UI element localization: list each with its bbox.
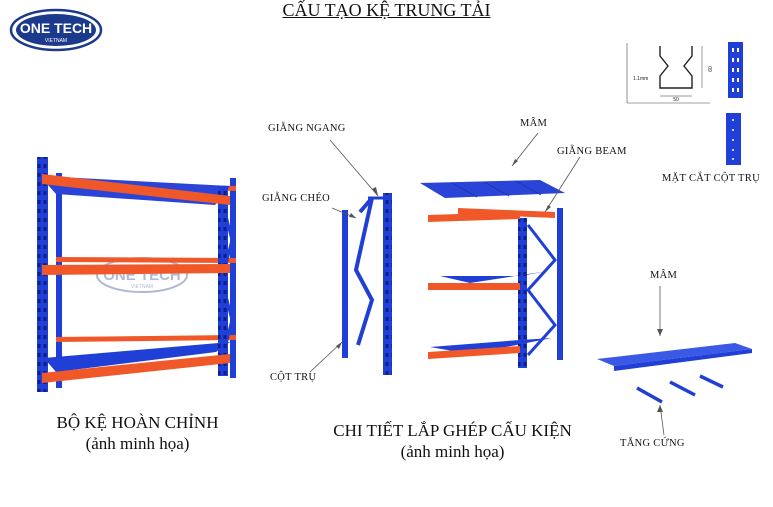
page-title: CẤU TẠO KỆ TRUNG TẢI [282, 0, 491, 20]
leader-arrowheads [336, 159, 663, 412]
onetech-logo: ONE TECH VIETNAM [9, 8, 103, 52]
caption-assembly-line2: (ảnh minh họa) [400, 442, 505, 461]
section-height: 60 [708, 66, 714, 72]
label-stiffener: TĂNG CỨNG [620, 438, 685, 449]
label-upright-column: CỘT TRỤ [270, 372, 317, 383]
section-width: 50 [673, 97, 679, 103]
tray-with-stiffeners [597, 343, 752, 404]
label-tray-top: MÂM [520, 118, 548, 129]
label-tray-right: MÂM [650, 270, 678, 281]
caption-assembly-line1: CHI TIẾT LẮP GHÉP CẤU KIỆN [333, 421, 572, 440]
label-column-section: MẶT CẮT CỘT TRỤ [662, 173, 760, 184]
caption-complete-line2: (ảnh minh họa) [85, 434, 190, 453]
complete-shelf [37, 157, 236, 392]
caption-assembly: CHI TIẾT LẮP GHÉP CẤU KIỆN (ảnh minh họa… [305, 420, 600, 462]
column-section-drawing: 50 60 1.1mm [626, 42, 743, 165]
label-beam: GIẰNG BEAM [557, 146, 627, 157]
logo-sub: VIETNAM [45, 38, 67, 44]
watermark-sub: VIETNAM [131, 284, 153, 290]
exploded-frame [342, 193, 392, 375]
caption-complete-line1: BỘ KỆ HOÀN CHỈNH [56, 413, 219, 432]
label-horizontal-brace: GIẰNG NGANG [268, 123, 346, 134]
section-thickness: 1.1mm [633, 76, 648, 82]
leader-lines [309, 132, 665, 436]
label-diagonal-brace: GIẰNG CHÉO [262, 193, 331, 204]
watermark: ONE TECH VIETNAM [96, 257, 188, 293]
caption-complete: BỘ KỆ HOÀN CHỈNH (ảnh minh họa) [20, 412, 255, 454]
exploded-shelf [420, 180, 565, 368]
logo-name: ONE TECH [20, 20, 92, 36]
